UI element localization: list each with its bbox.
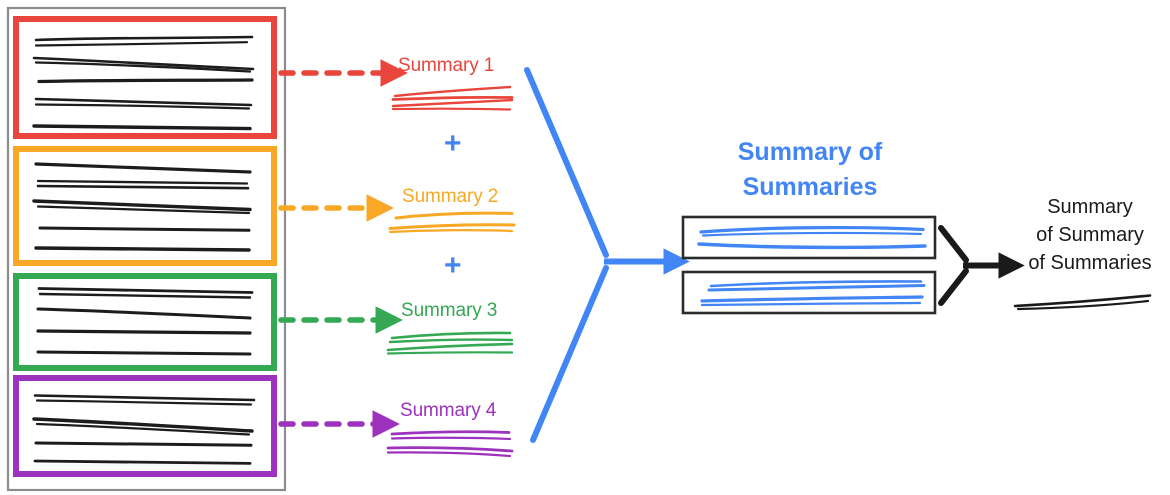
document-text-lines-3	[36, 287, 254, 356]
final-output-line1: Summary	[1047, 196, 1133, 218]
document-text-lines-1	[32, 35, 255, 131]
document-box-1[interactable]	[13, 16, 277, 139]
final-output-line2: of Summary	[1036, 224, 1144, 246]
sos-squiggles-2	[700, 280, 926, 307]
summary-squiggles-3	[386, 331, 514, 355]
summary-2-label: Summary 2	[402, 186, 499, 207]
document-box-3[interactable]	[13, 273, 277, 371]
merge-arrow-blue	[524, 67, 690, 443]
document-box-2[interactable]	[13, 146, 277, 266]
document-text-lines-2	[32, 162, 252, 252]
sos-squiggles-1	[697, 225, 927, 250]
merge-arrow-black	[938, 225, 1025, 306]
document-box-4[interactable]	[13, 375, 277, 477]
summary-squiggles-1	[391, 85, 514, 111]
plus-operator-2: +	[444, 249, 462, 282]
summary-4-label: Summary 4	[400, 400, 497, 421]
final-output-squiggles	[1013, 294, 1152, 311]
document-text-lines-4	[32, 394, 256, 465]
summary-of-summaries-title-line1: Summary of	[737, 138, 883, 166]
final-output-line3: of Summaries	[1028, 252, 1152, 274]
summary-3-label: Summary 3	[401, 300, 498, 321]
summary-squiggles-2	[388, 211, 516, 234]
sos-box-1[interactable]	[681, 215, 937, 260]
summary-squiggles-4	[386, 430, 514, 458]
sos-box-2[interactable]	[681, 270, 937, 315]
source-documents-container	[6, 6, 287, 492]
summary-1-label: Summary 1	[398, 55, 495, 76]
summary-of-summaries-title-line2: Summaries	[742, 173, 878, 201]
plus-operator-1: +	[444, 127, 462, 160]
